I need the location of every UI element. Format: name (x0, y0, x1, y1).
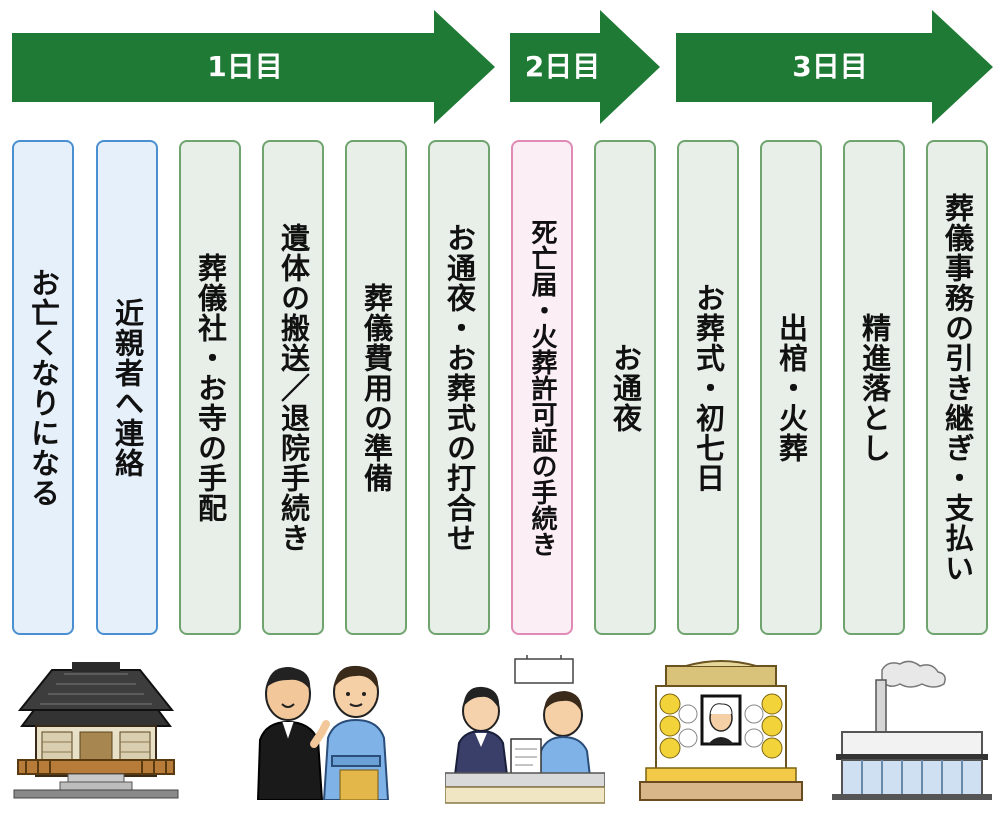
step-text: 出棺・火葬 (774, 312, 809, 463)
reception-desk-icon (445, 655, 605, 804)
step-text: お通夜 (608, 342, 643, 433)
day1-arrow (12, 10, 495, 124)
step-text: 近親者へ連絡 (110, 297, 145, 478)
crematorium-icon (832, 660, 992, 800)
day3-label: 3日目 (792, 50, 868, 83)
step-text: 葬儀費用の準備 (359, 282, 394, 493)
step-card-death-certificate: 死亡届・火葬許可証の手続き (511, 140, 573, 635)
step-card-contact-relatives: 近親者へ連絡 (96, 140, 158, 635)
step-card-meeting: お通夜・お葬式の打合せ (428, 140, 490, 635)
step-text: 死亡届・火葬許可証の手続き (527, 218, 557, 557)
day2-arrow (510, 10, 660, 124)
step-card-pass-away: お亡くなりになる (12, 140, 74, 635)
day3-arrow (676, 10, 993, 124)
step-card-transport-body: 遺体の搬送／退院手続き (262, 140, 324, 635)
day2-label: 2日目 (524, 50, 601, 83)
step-text: 葬儀事務の引き継ぎ・支払い (940, 192, 975, 583)
step-card-funeral: お葬式・初七日 (677, 140, 739, 635)
step-text: お葬式・初七日 (691, 282, 726, 493)
step-text: お亡くなりになる (26, 267, 61, 508)
step-text: 遺体の搬送／退院手続き (276, 222, 311, 553)
temple-icon (13, 662, 179, 799)
consultation-icon (256, 665, 390, 800)
step-card-handover: 葬儀事務の引き継ぎ・支払い (926, 140, 988, 635)
step-card-wake: お通夜 (594, 140, 656, 635)
funeral-altar-icon (639, 660, 803, 801)
step-card-meal: 精進落とし (843, 140, 905, 635)
step-text: 葬儀社・お寺の手配 (193, 252, 228, 523)
step-text: お通夜・お葬式の打合せ (442, 222, 477, 553)
step-card-arrange-funeral-home: 葬儀社・お寺の手配 (179, 140, 241, 635)
step-card-prepare-costs: 葬儀費用の準備 (345, 140, 407, 635)
step-text: 精進落とし (857, 312, 892, 463)
day1-label: 1日目 (207, 50, 283, 83)
step-card-cremation: 出棺・火葬 (760, 140, 822, 635)
day-arrows (12, 10, 993, 124)
